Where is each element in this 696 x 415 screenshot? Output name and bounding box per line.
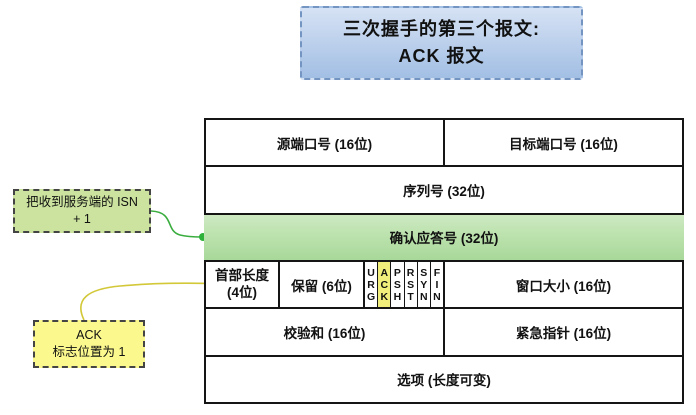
flag-letter: S [393, 278, 401, 291]
flag-ack-highlighted: A C K [378, 261, 392, 308]
flag-letter: T [407, 290, 414, 303]
annotation-ack-line-2: 标志位置为 1 [52, 345, 126, 359]
cell-checksum: 校验和 (16位) [206, 309, 445, 355]
flag-letter: C [380, 278, 389, 291]
flag-syn: S Y N [417, 261, 431, 308]
flag-letter: R [406, 266, 415, 279]
annotation-ack-flag: ACK 标志位置为 1 [33, 320, 145, 368]
flag-letter: H [393, 290, 402, 303]
flag-letter: Y [420, 278, 428, 291]
cell-reserved: 保留 (6位) [280, 261, 365, 308]
annotation-ack-line-1: ACK [76, 328, 102, 343]
header-length-line-1: 首部长度 [215, 268, 269, 284]
flag-urg: U R G [365, 261, 379, 308]
row-ack-number-highlighted: 确认应答号 (32位) [204, 212, 684, 262]
row-flags: 首部长度 (4位) 保留 (6位) U R G A C K P S H [204, 259, 684, 310]
flag-bits-group: U R G A C K P S H R S T [365, 261, 445, 308]
title-line-1: 三次握手的第三个报文: [343, 19, 540, 39]
flag-rst: R S T [404, 261, 418, 308]
header-length-line-2: (4位) [227, 284, 257, 300]
flag-letter: R [367, 278, 375, 291]
flag-letter: S [407, 278, 415, 291]
green-connector-line [150, 210, 203, 238]
tcp-header-table: 源端口号 (16位) 目标端口号 (16位) 序列号 (32位) 确认应答号 (… [204, 118, 684, 404]
cell-window-size: 窗口大小 (16位) [515, 278, 612, 294]
cell-ack-number: 确认应答号 (32位) [389, 231, 499, 247]
cell-dest-port: 目标端口号 (16位) [509, 136, 618, 152]
flag-fin: F I N [430, 261, 444, 308]
title-line-2: ACK 报文 [398, 46, 485, 66]
flag-letter: S [420, 266, 428, 279]
row-options: 选项 (长度可变) [204, 354, 684, 404]
annotation-isn-line-2: + 1 [73, 212, 91, 226]
row-ports: 源端口号 (16位) 目标端口号 (16位) [204, 118, 684, 168]
cell-source-port: 源端口号 (16位) [206, 120, 445, 166]
cell-options: 选项 (长度可变) [397, 373, 491, 389]
flag-letter: K [380, 290, 389, 303]
row-checksum: 校验和 (16位) 紧急指针 (16位) [204, 307, 684, 357]
flag-psh: P S H [391, 261, 405, 308]
flag-letter: F [433, 266, 441, 279]
flag-letter: N [419, 290, 428, 303]
flag-letter: G [367, 290, 376, 303]
cell-urgent-pointer: 紧急指针 (16位) [515, 325, 612, 341]
annotation-isn-line-1: 把收到服务端的 ISN [26, 195, 138, 210]
cell-sequence-number: 序列号 (32位) [403, 183, 485, 199]
flag-letter: U [367, 266, 375, 279]
flag-letter: A [380, 266, 389, 279]
row-sequence-number: 序列号 (32位) [204, 165, 684, 215]
flag-letter: P [393, 266, 401, 279]
flag-letter: N [433, 290, 441, 303]
flag-letter: I [435, 278, 439, 291]
cell-header-length: 首部长度 (4位) [206, 261, 280, 308]
annotation-isn-plus-one: 把收到服务端的 ISN + 1 [13, 189, 151, 233]
title-box: 三次握手的第三个报文: ACK 报文 [300, 6, 583, 80]
